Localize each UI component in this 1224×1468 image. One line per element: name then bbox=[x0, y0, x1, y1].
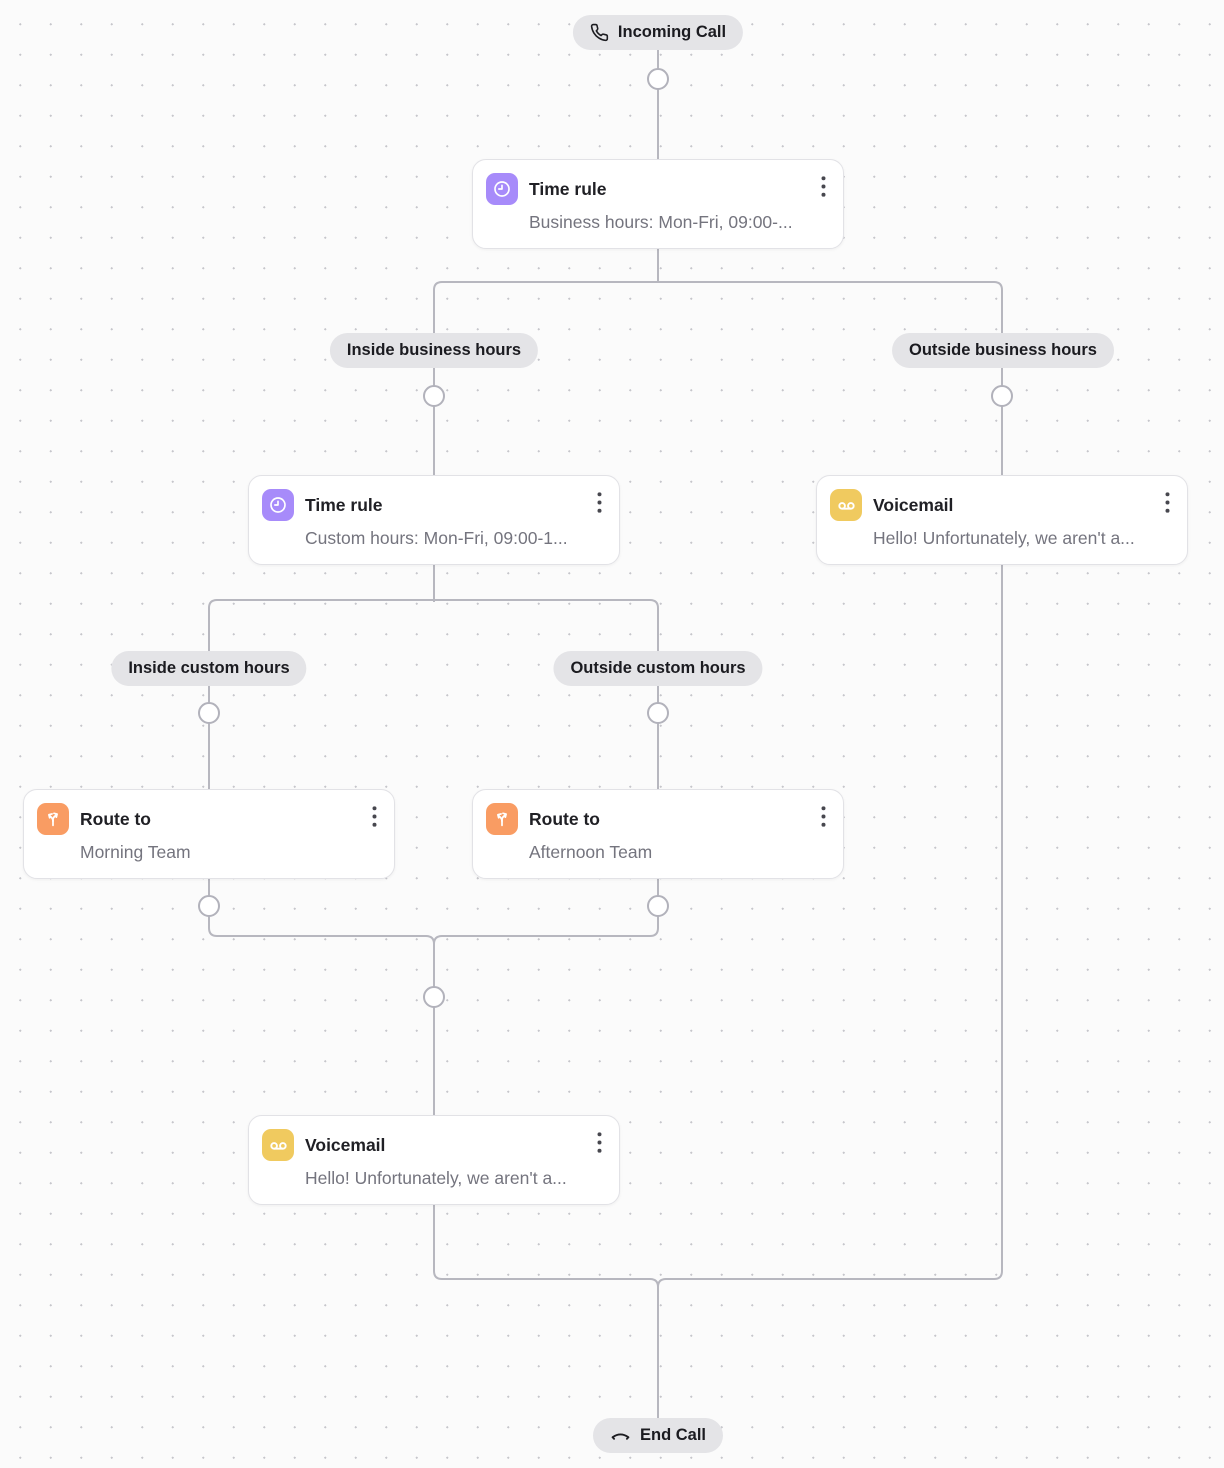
node-menu-button[interactable] bbox=[1164, 490, 1171, 515]
connector-port[interactable] bbox=[423, 385, 445, 407]
clock-icon bbox=[262, 489, 294, 521]
kebab-menu-icon bbox=[372, 806, 377, 827]
node-subtitle: Morning Team bbox=[80, 842, 191, 862]
node-card-time-rule-custom[interactable]: Time rule Custom hours: Mon-Fri, 09:00-1… bbox=[248, 475, 620, 565]
connector-port[interactable] bbox=[647, 702, 669, 724]
clock-icon bbox=[486, 173, 518, 205]
branch-label-outside-custom-hours: Outside custom hours bbox=[553, 651, 763, 686]
kebab-menu-icon bbox=[821, 806, 826, 827]
node-card-voicemail-after-hours[interactable]: Voicemail Hello! Unfortunately, we aren'… bbox=[248, 1115, 620, 1205]
branch-label-inside-custom-hours: Inside custom hours bbox=[111, 651, 307, 686]
branch-label-inside-business-hours: Inside business hours bbox=[329, 333, 539, 368]
node-subtitle: Hello! Unfortunately, we aren't a... bbox=[305, 1168, 567, 1188]
connector-port[interactable] bbox=[647, 68, 669, 90]
node-subtitle: Business hours: Mon-Fri, 09:00-... bbox=[529, 212, 793, 232]
voicemail-icon bbox=[262, 1129, 294, 1161]
node-menu-button[interactable] bbox=[596, 1130, 603, 1155]
kebab-menu-icon bbox=[821, 176, 826, 197]
node-card-voicemail-outside-business[interactable]: Voicemail Hello! Unfortunately, we aren'… bbox=[816, 475, 1188, 565]
incoming-call-label: Incoming Call bbox=[617, 23, 727, 41]
node-title: Time rule bbox=[305, 494, 383, 515]
split-arrows-icon bbox=[486, 803, 518, 835]
node-subtitle: Afternoon Team bbox=[529, 842, 653, 862]
node-card-time-rule-business[interactable]: Time rule Business hours: Mon-Fri, 09:00… bbox=[472, 159, 844, 249]
connector-port[interactable] bbox=[198, 702, 220, 724]
connector-port[interactable] bbox=[991, 385, 1013, 407]
branch-label-outside-business-hours: Outside business hours bbox=[892, 333, 1114, 368]
node-card-route-afternoon[interactable]: Route to Afternoon Team bbox=[472, 789, 844, 879]
node-title: Route to bbox=[80, 808, 151, 829]
voicemail-icon bbox=[830, 489, 862, 521]
node-menu-button[interactable] bbox=[820, 174, 827, 199]
connector-port[interactable] bbox=[647, 895, 669, 917]
phone-icon bbox=[590, 23, 609, 42]
node-menu-button[interactable] bbox=[371, 804, 378, 829]
node-menu-button[interactable] bbox=[820, 804, 827, 829]
incoming-call-node[interactable]: Incoming Call bbox=[572, 15, 744, 50]
node-title: Route to bbox=[529, 808, 600, 829]
phone-hangup-icon bbox=[610, 1425, 631, 1446]
node-title: Time rule bbox=[529, 178, 607, 199]
node-subtitle: Hello! Unfortunately, we aren't a... bbox=[873, 528, 1135, 548]
end-call-label: End Call bbox=[639, 1426, 707, 1444]
node-title: Voicemail bbox=[873, 494, 954, 515]
node-menu-button[interactable] bbox=[596, 490, 603, 515]
connector-port[interactable] bbox=[198, 895, 220, 917]
connector-port[interactable] bbox=[423, 986, 445, 1008]
end-call-node[interactable]: End Call bbox=[592, 1418, 724, 1453]
node-card-route-morning[interactable]: Route to Morning Team bbox=[23, 789, 395, 879]
kebab-menu-icon bbox=[597, 492, 602, 513]
split-arrows-icon bbox=[37, 803, 69, 835]
kebab-menu-icon bbox=[597, 1132, 602, 1153]
kebab-menu-icon bbox=[1165, 492, 1170, 513]
node-subtitle: Custom hours: Mon-Fri, 09:00-1... bbox=[305, 528, 568, 548]
node-title: Voicemail bbox=[305, 1134, 386, 1155]
